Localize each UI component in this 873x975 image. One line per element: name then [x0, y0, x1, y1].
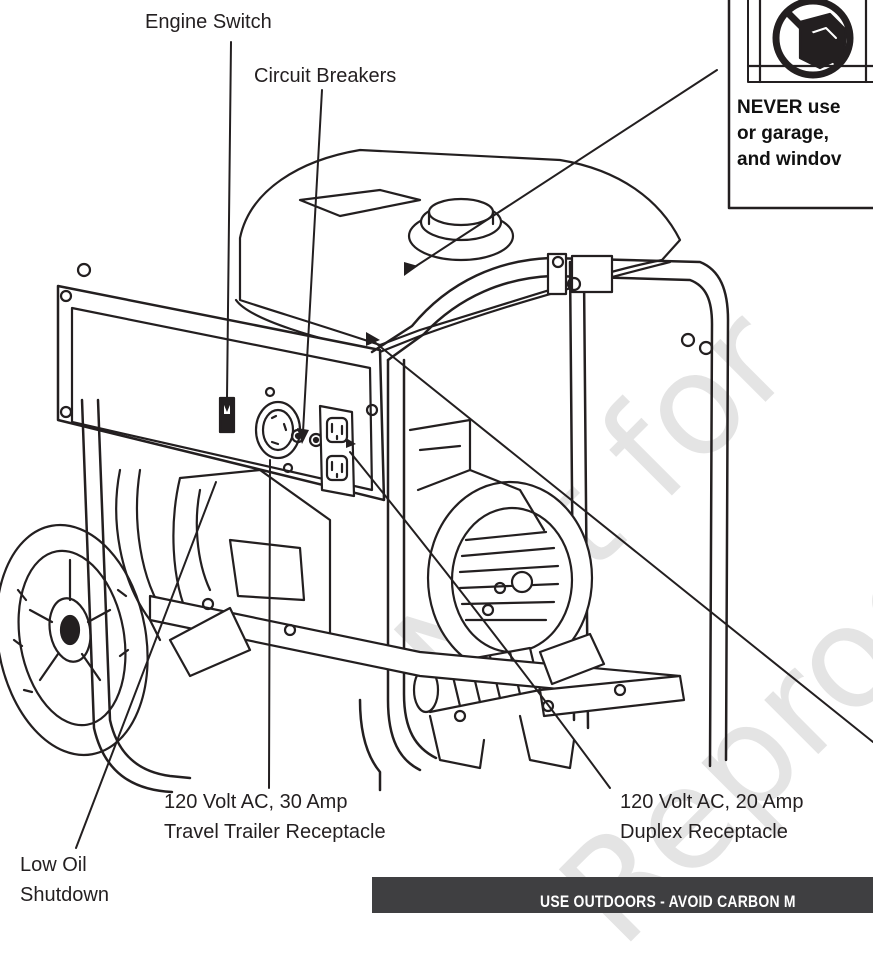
- carbon-monoxide-banner: USE OUTDOORS - AVOID CARBON M: [372, 877, 873, 913]
- travel-trailer-label-line2: Travel Trailer Receptacle: [164, 821, 386, 843]
- duplex-label-line1: 120 Volt AC, 20 Amp: [620, 791, 804, 813]
- warning-line-3: and windov: [737, 149, 842, 170]
- wheel: [0, 523, 149, 757]
- circuit-breakers-label: Circuit Breakers: [254, 65, 397, 87]
- no-indoor-generator-icon: [772, 0, 854, 79]
- duplex-receptacle: [318, 404, 356, 498]
- low-oil-label-line2: Shutdown: [20, 884, 109, 906]
- warning-label: NEVER use or garage, and windov: [729, 0, 873, 210]
- frame-clamps: [76, 252, 714, 356]
- generator-diagram: [0, 0, 873, 849]
- callout-arrowheads: [221, 262, 418, 448]
- base-plate: [148, 594, 686, 770]
- engine-block: [115, 418, 472, 642]
- fuel-cap: [407, 197, 515, 262]
- warning-line-2: or garage,: [737, 123, 829, 144]
- callout-leaders: [75, 41, 873, 849]
- banner-text: USE OUTDOORS - AVOID CARBON M: [540, 892, 796, 911]
- low-oil-label-line1: Low Oil: [20, 854, 87, 876]
- duplex-label-line2: Duplex Receptacle: [620, 821, 788, 843]
- travel-trailer-label-line1: 120 Volt AC, 30 Amp: [164, 791, 348, 813]
- warning-line-1: NEVER use: [737, 97, 841, 118]
- control-panel: [56, 284, 386, 502]
- frame: [80, 256, 730, 794]
- engine-switch-label: Engine Switch: [145, 11, 272, 33]
